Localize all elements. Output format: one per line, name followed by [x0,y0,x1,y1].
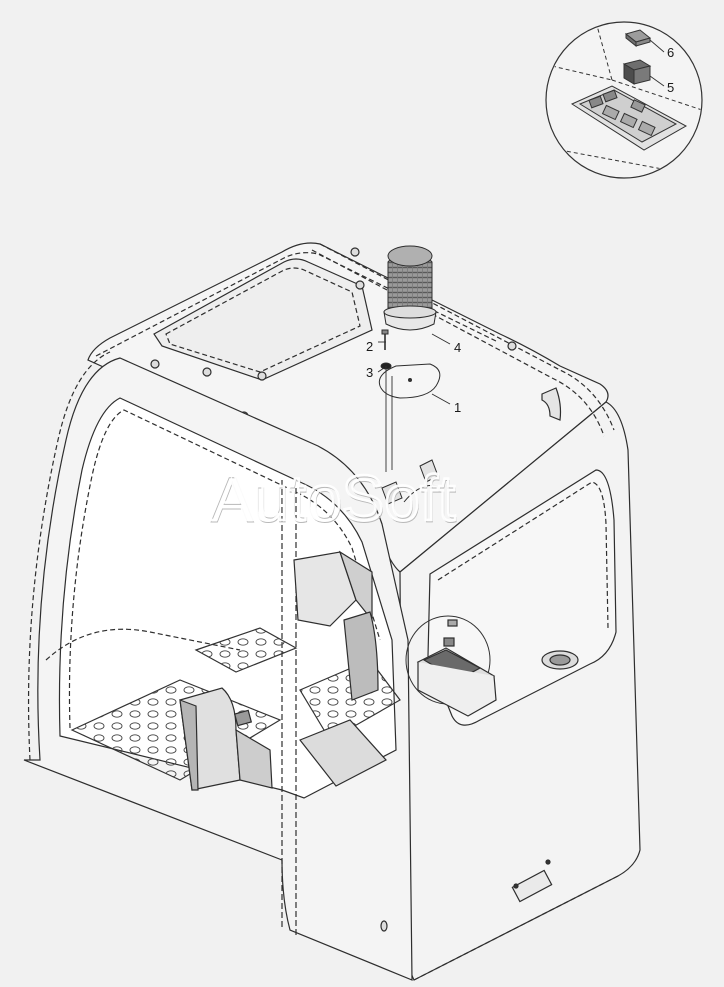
beacon-roof-bracket [381,459,439,505]
operator-seat [179,687,273,791]
callout-6: 6 [667,45,674,60]
callout-5: 5 [667,80,674,95]
watermark-text: AutoSoft [210,462,456,534]
callout-2: 2 [366,339,373,354]
part-5-rocker-switch [622,59,652,85]
cab-body [23,242,641,981]
beacon-assembly [377,245,451,505]
part-6-switch-cap [624,29,652,48]
part-4-rotating-beacon [383,245,437,331]
callout-3: 3 [366,365,373,380]
callout-4: 4 [454,340,461,355]
watermark: AutoSoft AutoSoft [209,461,457,537]
rear-console [293,550,379,701]
roof-hatch [150,247,373,421]
side-switch-panel [405,615,497,717]
switch-panel-buttons [588,89,656,137]
callout-labels: 2 3 4 1 [366,339,461,415]
svg-text:AutoSoft: AutoSoft [211,464,457,536]
detail-inset: 6 5 [545,21,703,179]
callout-1: 1 [454,400,461,415]
